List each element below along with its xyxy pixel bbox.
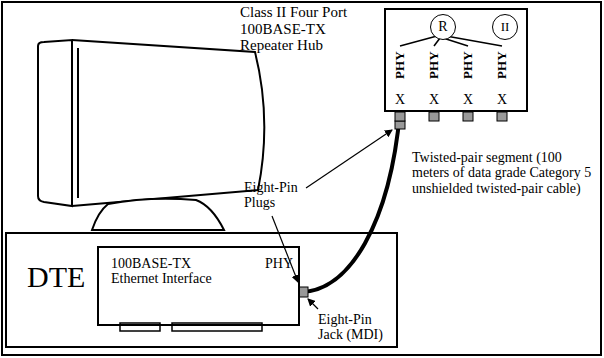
leader-line [272,130,392,309]
crossover-mark: X [492,92,512,107]
interface-label: 100BASE-TX Ethernet Interface [111,256,231,287]
repeater-symbol: R [438,19,447,34]
cable-line [300,112,400,292]
cable-callout: Twisted-pair segment (100 meters of data… [412,150,598,196]
eight-pin-plug [395,121,405,129]
twisted-pair-cable [299,112,405,297]
crossover-mark: X [390,92,410,107]
repeater-circle: R [430,14,456,40]
phy-port-label: PHY [461,45,475,85]
crossover-mark: X [424,92,444,107]
eight-pin-jack [299,287,308,297]
class-circle: II [492,14,518,40]
phy-port-label: PHY [427,45,441,85]
monitor [38,40,264,230]
phy-port-label: PHY [495,45,509,85]
frame [2,2,601,355]
hub-heading: Class II Four Port 100BASE-TX Repeater H… [240,4,380,54]
phy-port-label: PHY [393,45,407,85]
plug-callout: Eight-Pin Plugs [244,180,314,211]
jack-callout: Eight-Pin Jack (MDI) [318,312,396,343]
phy-label: PHY [265,256,297,271]
crossover-mark: X [458,92,478,107]
dte-label: DTE [27,260,107,293]
repeater-wiring [400,36,502,46]
interface-card: 100BASE-TX Ethernet Interface PHY [97,246,300,326]
hub-port [395,112,507,121]
class-symbol: II [501,20,510,34]
